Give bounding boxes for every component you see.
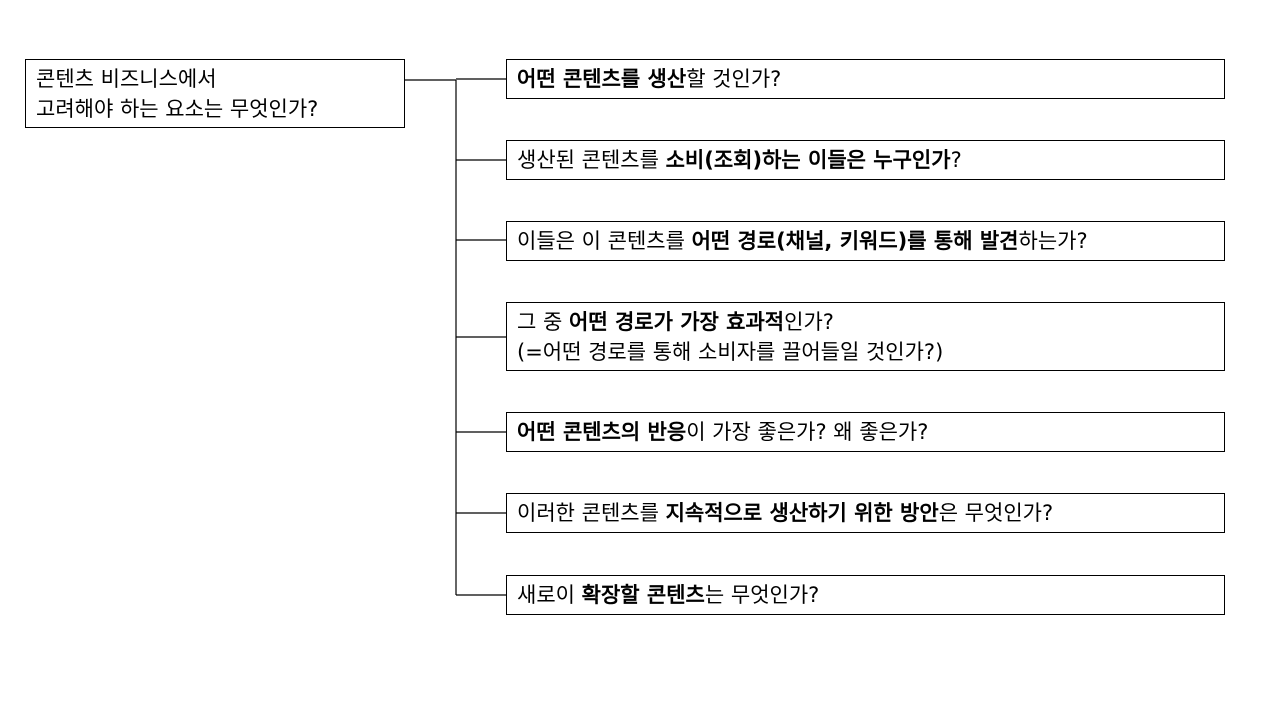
question-5-bold: 어떤 콘텐츠의 반응	[517, 420, 687, 444]
root-question-line-2: 고려해야 하는 요소는 무엇인가?	[36, 96, 319, 121]
root-question-line-1: 콘텐츠 비즈니스에서	[36, 66, 217, 91]
question-box-6: 이러한 콘텐츠를 지속적으로 생산하기 위한 방안은 무엇인가?	[506, 493, 1225, 533]
question-box-2: 생산된 콘텐츠를 소비(조회)하는 이들은 누구인가?	[506, 140, 1225, 180]
question-7-bold: 확장할 콘텐츠	[581, 583, 705, 607]
question-6-text: 이러한 콘텐츠를 지속적으로 생산하기 위한 방안은 무엇인가?	[517, 498, 1214, 528]
question-7-text: 새로이 확장할 콘텐츠는 무엇인가?	[517, 580, 1214, 610]
question-1-bold: 어떤 콘텐츠를 생산	[517, 67, 687, 91]
question-4-subtext: (=어떤 경로를 통해 소비자를 끌어들일 것인가?)	[517, 339, 944, 364]
question-box-4: 그 중 어떤 경로가 가장 효과적인가? (=어떤 경로를 통해 소비자를 끌어…	[506, 302, 1225, 371]
question-5-text: 어떤 콘텐츠의 반응이 가장 좋은가? 왜 좋은가?	[517, 417, 1214, 447]
question-4-lead: 그 중	[517, 309, 569, 334]
question-1-tail: 할 것인가?	[686, 67, 782, 91]
question-box-3: 이들은 이 콘텐츠를 어떤 경로(채널, 키워드)를 통해 발견하는가?	[506, 221, 1225, 261]
question-7-lead: 새로이	[517, 583, 582, 607]
root-question-box: 콘텐츠 비즈니스에서 고려해야 하는 요소는 무엇인가?	[25, 59, 405, 128]
question-6-tail: 은 무엇인가?	[938, 501, 1054, 525]
question-box-5: 어떤 콘텐츠의 반응이 가장 좋은가? 왜 좋은가?	[506, 412, 1225, 452]
question-2-bold: 소비(조회)하는 이들은 누구인가	[665, 148, 951, 172]
question-box-7: 새로이 확장할 콘텐츠는 무엇인가?	[506, 575, 1225, 615]
question-3-tail: 하는가?	[1018, 229, 1088, 253]
question-7-tail: 는 무엇인가?	[704, 583, 820, 607]
question-2-lead: 생산된 콘텐츠를	[517, 148, 666, 172]
question-1-text: 어떤 콘텐츠를 생산할 것인가?	[517, 64, 1214, 94]
question-3-lead: 이들은 이 콘텐츠를	[517, 229, 692, 253]
question-2-text: 생산된 콘텐츠를 소비(조회)하는 이들은 누구인가?	[517, 145, 1214, 175]
question-box-1: 어떤 콘텐츠를 생산할 것인가?	[506, 59, 1225, 99]
question-5-tail: 이 가장 좋은가? 왜 좋은가?	[686, 420, 929, 444]
question-6-lead: 이러한 콘텐츠를	[517, 501, 666, 525]
question-4-bold: 어떤 경로가 가장 효과적	[569, 309, 785, 334]
question-4-text: 그 중 어떤 경로가 가장 효과적인가?	[517, 307, 1214, 337]
question-6-bold: 지속적으로 생산하기 위한 방안	[665, 501, 939, 525]
question-2-tail: ?	[950, 148, 962, 172]
question-4-tail: 인가?	[784, 309, 834, 334]
question-3-bold: 어떤 경로(채널, 키워드)를 통해 발견	[691, 229, 1019, 253]
question-3-text: 이들은 이 콘텐츠를 어떤 경로(채널, 키워드)를 통해 발견하는가?	[517, 226, 1214, 256]
